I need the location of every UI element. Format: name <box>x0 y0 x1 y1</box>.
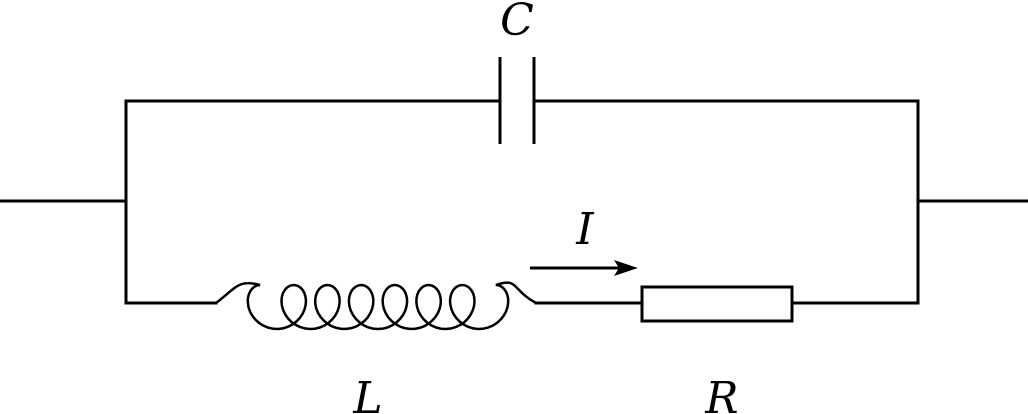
inductor-label: L <box>352 373 382 414</box>
current-label: I <box>575 204 595 255</box>
inductor-coil <box>215 281 537 331</box>
capacitor-symbol <box>498 57 536 144</box>
inductor-symbol <box>215 281 537 331</box>
current-arrow-head <box>614 260 638 276</box>
capacitor-label: C <box>500 0 534 46</box>
resistor-label: R <box>704 373 738 414</box>
current-arrow <box>530 260 638 276</box>
resistor-symbol <box>640 285 794 323</box>
